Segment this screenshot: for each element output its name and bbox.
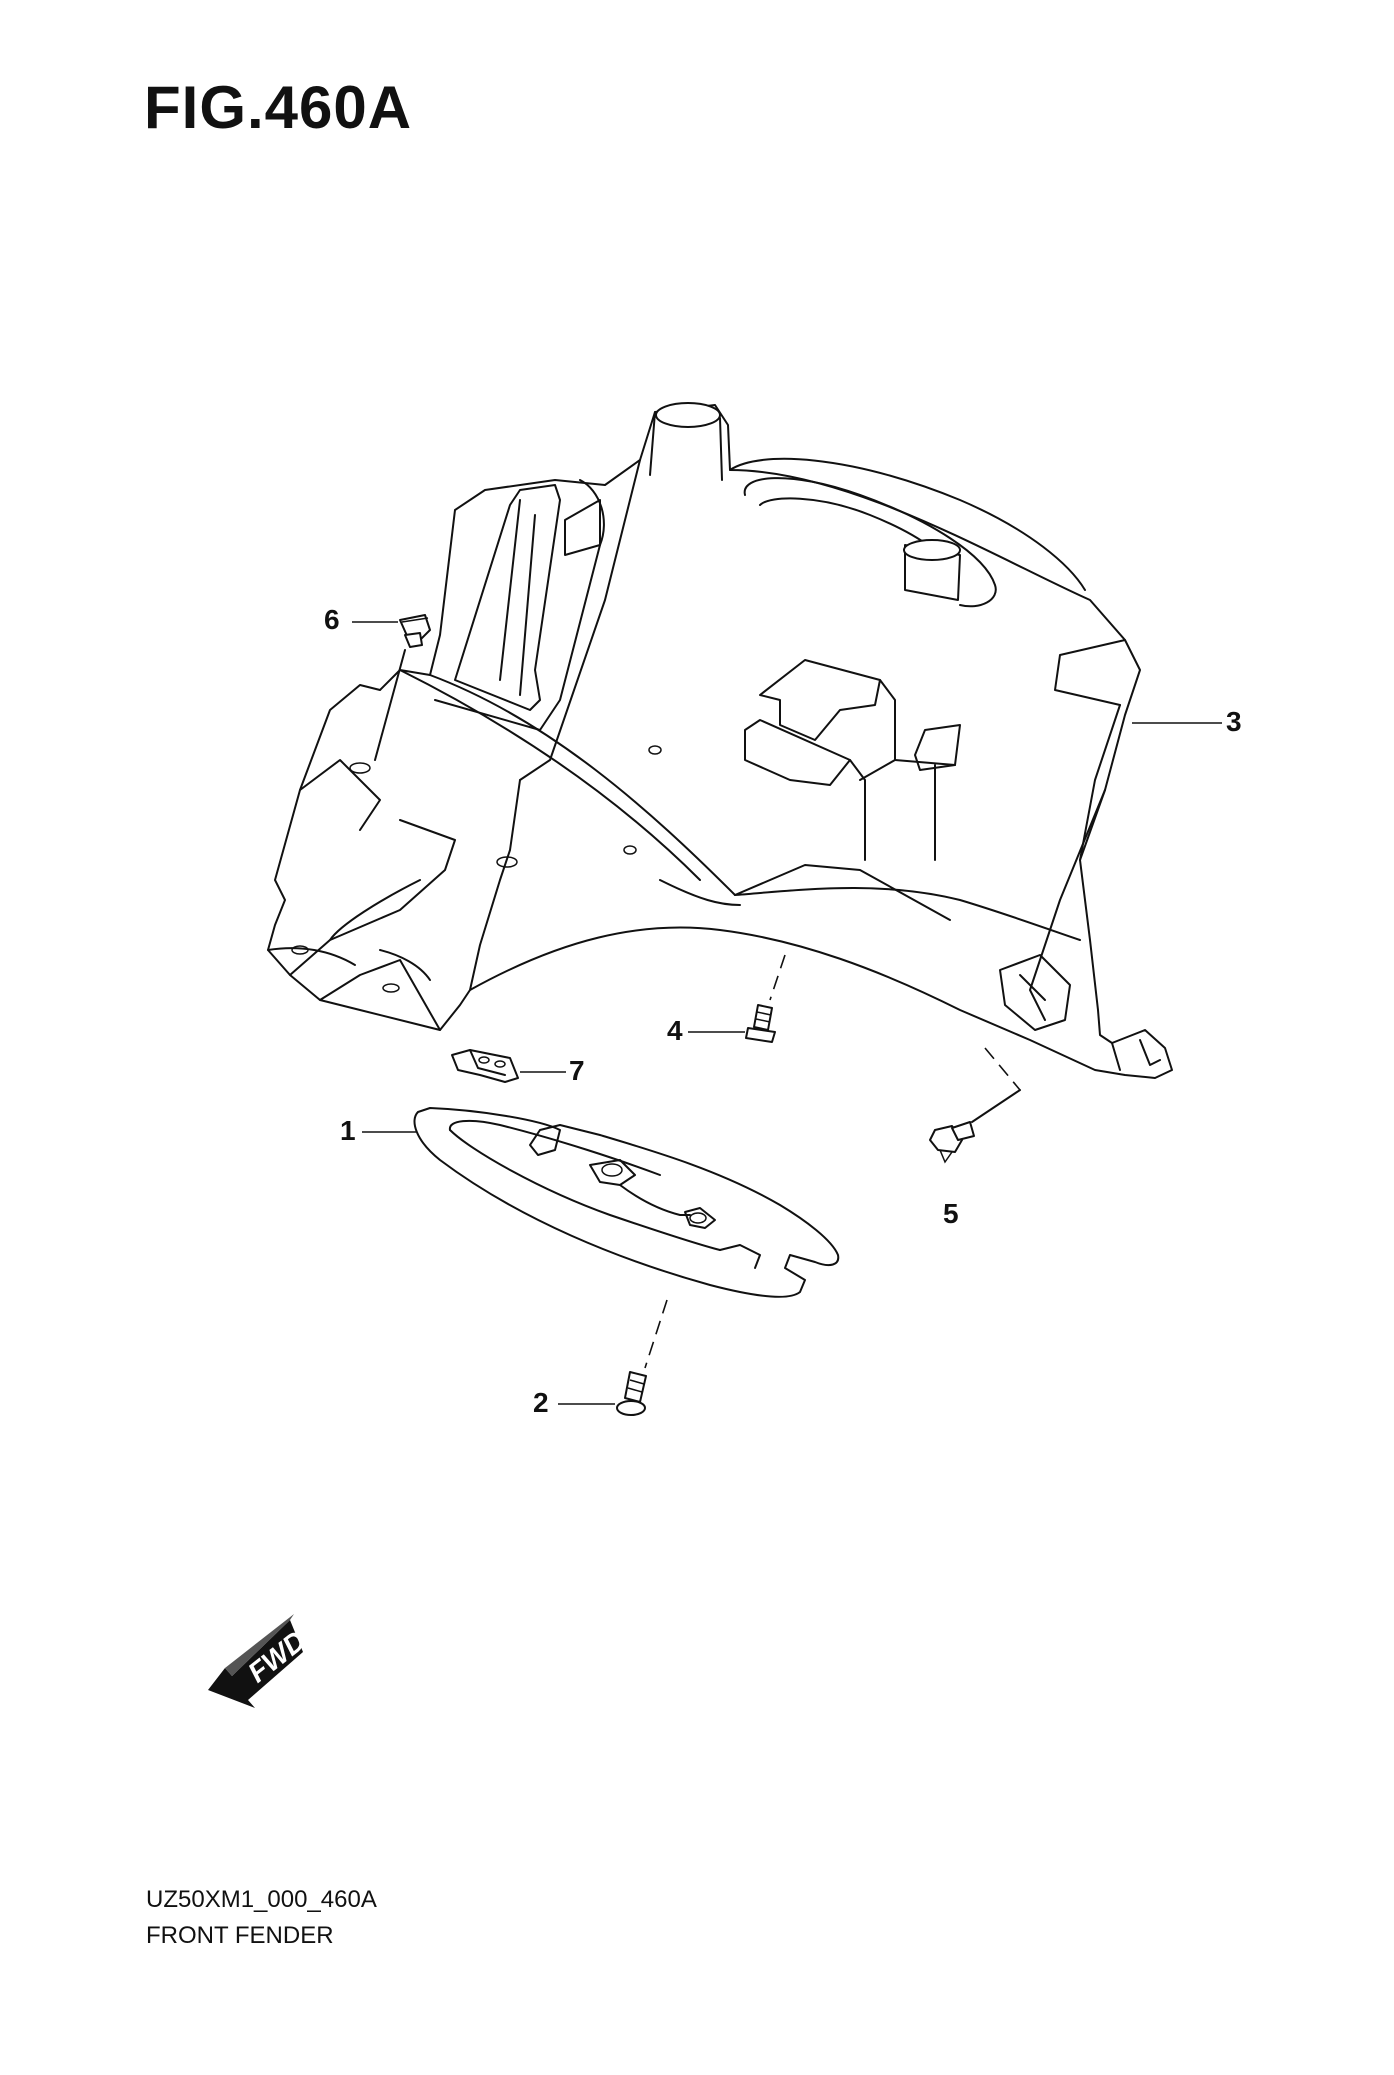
part-5-clip [929, 1047, 1021, 1164]
callout-3: 3 [1226, 706, 1242, 737]
part-6-push-clip [374, 614, 431, 761]
part-4-bolt [745, 954, 786, 1043]
part-1-guard-plate [413, 1107, 840, 1298]
leader-lines [352, 621, 1222, 1405]
figure-title: FIG.460A [144, 74, 413, 141]
callout-7: 7 [569, 1055, 585, 1086]
part-7-nut-clip [451, 1049, 519, 1083]
figure-code: UZ50XM1_000_460A [146, 1886, 377, 1913]
figure-name: FRONT FENDER [146, 1922, 334, 1949]
callout-5: 5 [943, 1198, 959, 1229]
fwd-arrow-icon: FWD [208, 1614, 311, 1708]
part-2-screw [616, 1299, 668, 1416]
callout-1: 1 [340, 1115, 356, 1146]
callout-4: 4 [667, 1015, 683, 1046]
callout-2: 2 [533, 1387, 549, 1418]
part-3-front-fender [267, 402, 1173, 1079]
callout-6: 6 [324, 604, 340, 635]
